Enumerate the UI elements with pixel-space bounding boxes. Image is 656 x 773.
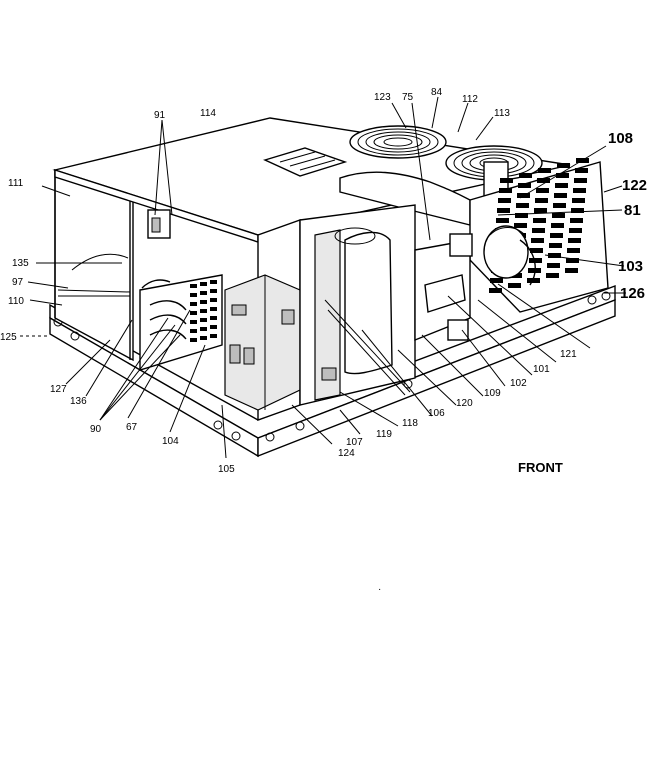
- label-120: 120: [456, 398, 473, 409]
- label-125: 125: [0, 332, 17, 343]
- label-126: 126: [620, 285, 645, 302]
- label-119: 119: [376, 429, 392, 440]
- cabinet-base: [49, 284, 616, 458]
- label-108: 108: [608, 130, 633, 147]
- label-103: 103: [618, 258, 643, 275]
- stray-mark: ·: [378, 584, 381, 595]
- label-106: 106: [428, 408, 445, 419]
- label-109: 109: [484, 388, 501, 399]
- top-vent: [263, 147, 348, 177]
- label-91: 91: [154, 110, 166, 121]
- blower-assembly: [299, 204, 416, 406]
- label-127: 127: [50, 384, 67, 395]
- label-124: 124: [338, 448, 355, 459]
- label-81: 81: [624, 202, 641, 219]
- leader-lines: [20, 96, 626, 459]
- label-123: 123: [374, 92, 391, 103]
- label-110: 110: [8, 296, 24, 307]
- top-left-bracket: [147, 209, 171, 239]
- label-107: 107: [346, 437, 363, 448]
- label-97: 97: [12, 277, 24, 288]
- label-118: 118: [402, 418, 418, 429]
- front-label: FRONT: [518, 460, 563, 475]
- label-105: 105: [218, 464, 235, 475]
- compressor-area: [414, 225, 536, 342]
- label-90: 90: [90, 424, 102, 435]
- label-122: 122: [622, 177, 647, 194]
- label-113: 113: [494, 108, 510, 119]
- label-84: 84: [431, 87, 443, 98]
- control-panel-area: [224, 219, 301, 421]
- label-111: 111: [8, 178, 24, 189]
- label-114: 114: [200, 108, 216, 119]
- label-101: 101: [533, 364, 550, 375]
- label-112: 112: [462, 94, 478, 105]
- label-136: 136: [70, 396, 87, 407]
- label-75: 75: [402, 92, 414, 103]
- label-104: 104: [162, 436, 179, 447]
- left-frame: [54, 168, 134, 362]
- callout-labels: 91 114 123 75 84 112 113 108 122 81 103 …: [0, 87, 647, 595]
- label-67: 67: [126, 422, 138, 433]
- fan-grille-rear: [349, 125, 447, 159]
- label-135: 135: [12, 258, 29, 269]
- heat-exchanger-coil: [139, 274, 223, 371]
- label-121: 121: [560, 349, 577, 360]
- label-102: 102: [510, 378, 527, 389]
